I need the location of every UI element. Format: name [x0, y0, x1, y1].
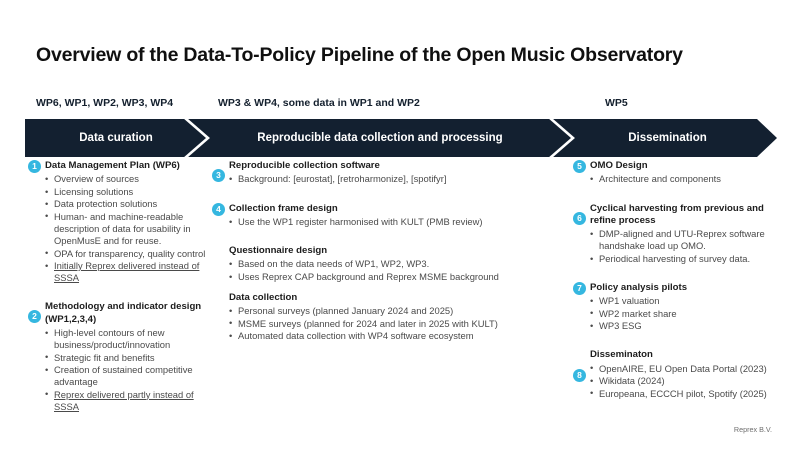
wp-label-dissemination: WP5	[605, 97, 628, 109]
step-badge-1: 1	[28, 160, 41, 173]
bullet-item: OpenAIRE, EU Open Data Portal (2023)	[590, 362, 773, 375]
pipeline-banner	[25, 119, 777, 157]
step-badge-8: 8	[573, 369, 586, 383]
block-heading: Reproducible collection software	[229, 160, 380, 171]
bullet-item: Automated data collection with WP4 softw…	[229, 330, 562, 342]
bullet-item: Europeana, ECCCH pilot, Spotify (2025)	[590, 387, 773, 400]
column-reproducible-collection: 3 Reproducible collection softwareBackgro…	[212, 160, 562, 351]
pipeline-block: Questionnaire designBased on the data ne…	[212, 245, 562, 283]
step-badge-2: 2	[28, 310, 41, 324]
bullet-item: Strategic fit and benefits	[45, 351, 214, 364]
bullet-item: Reprex delivered partly instead of SSSA	[45, 388, 214, 413]
bullet-item: WP1 valuation	[590, 295, 773, 307]
wp-label-data-curation: WP6, WP1, WP2, WP3, WP4	[36, 97, 174, 109]
bullet-list: DMP-aligned and UTU-Reprex software hand…	[573, 228, 773, 265]
bullet-item: WP2 market share	[590, 307, 773, 320]
bullet-list: Personal surveys (planned January 2024 a…	[212, 305, 562, 342]
bullet-list: Overview of sourcesLicensing solutionsDa…	[28, 173, 214, 284]
step-badge-6: 6	[573, 211, 586, 225]
bullet-item: Licensing solutions	[45, 185, 214, 198]
bullet-item: Architecture and components	[590, 173, 773, 185]
block-heading: Policy analysis pilots	[590, 281, 688, 293]
banner-shape	[25, 119, 777, 157]
bullet-item: Background: [eurostat], [retroharmonize]…	[229, 173, 562, 185]
banner-stage-reproducible-collection: Reproducible data collection and process…	[257, 132, 503, 144]
bullet-list: Based on the data needs of WP1, WP2, WP3…	[212, 258, 562, 283]
pipeline-block: 3 Reproducible collection softwareBackgro…	[212, 160, 562, 186]
step-badge-3: 3	[212, 169, 225, 182]
bullet-item: High-level contours of new business/prod…	[45, 327, 214, 351]
bullet-item: Use the WP1 register harmonised with KUL…	[229, 216, 562, 228]
pipeline-block: 6 Cyclical harvesting from previous and r…	[573, 203, 773, 265]
block-heading: Cyclical harvesting from previous and re…	[590, 202, 764, 226]
bullet-item: Periodical harvesting of survey data.	[590, 252, 773, 265]
bullet-text-underlined: Reprex delivered partly instead of SSSA	[54, 388, 194, 412]
chevron-separator-2	[549, 119, 575, 157]
wp-label-collection: WP3 & WP4, some data in WP1 and WP2	[218, 97, 420, 109]
bullet-item: Wikidata (2024)	[590, 375, 773, 387]
bullet-list: WP1 valuationWP2 market shareWP3 ESG	[573, 295, 773, 332]
column-dissemination: 5 OMO DesignArchitecture and components 6C…	[573, 160, 773, 417]
bullet-item: Personal surveys (planned January 2024 a…	[229, 305, 562, 317]
banner-stage-data-curation: Data curation	[79, 132, 153, 144]
bullet-list: OpenAIRE, EU Open Data Portal (2023)Wiki…	[573, 362, 773, 400]
bullet-item: DMP-aligned and UTU-Reprex software hand…	[590, 228, 773, 252]
pipeline-block: 5 OMO DesignArchitecture and components	[573, 160, 773, 186]
step-badge-4: 4	[212, 202, 225, 216]
pipeline-block: 1 Data Management Plan (WP6) Overview of s…	[28, 160, 214, 284]
column-data-curation: 1 Data Management Plan (WP6) Overview of s…	[28, 160, 214, 430]
bullet-item: Data protection solutions	[45, 198, 214, 210]
step-badge-5: 5	[573, 160, 586, 173]
bullet-item: Overview of sources	[45, 173, 214, 185]
chevron-separator-1	[184, 119, 210, 157]
bullet-item: Human- and machine-readable description …	[45, 210, 214, 247]
footer-attribution: Reprex B.V.	[733, 425, 772, 434]
block-heading: Methodology and indicator design (WP1,2,…	[45, 301, 202, 325]
page-title: Overview of the Data-To-Policy Pipeline …	[36, 44, 683, 66]
bullet-list: Use the WP1 register harmonised with KUL…	[212, 216, 562, 228]
pipeline-block: 7 Policy analysis pilotsWP1 valuationWP2 …	[573, 281, 773, 332]
bullet-item: Based on the data needs of WP1, WP2, WP3…	[229, 258, 562, 270]
block-subheading: Questionnaire design	[229, 245, 328, 256]
bullet-item: MSME surveys (planned for 2024 and later…	[229, 317, 562, 330]
bullet-text-underlined: Initially Reprex delivered instead of SS…	[54, 260, 200, 284]
banner-stage-dissemination: Dissemination	[628, 132, 707, 144]
pipeline-block: 2 Methodology and indicator design (WP1,2…	[28, 301, 214, 413]
bullet-item: WP3 ESG	[590, 320, 773, 332]
bullet-list: High-level contours of new business/prod…	[28, 327, 214, 413]
bullet-item: OPA for transparency, quality control	[45, 247, 214, 260]
block-subheading: Data collection	[229, 291, 298, 303]
block-heading: Disseminaton	[590, 349, 653, 361]
bullet-item: Creation of sustained competitive advant…	[45, 364, 214, 388]
block-heading: Collection frame design	[229, 202, 338, 214]
step-badge-7: 7	[573, 281, 586, 295]
pipeline-block: Data collectionPersonal surveys (planned…	[212, 292, 562, 342]
bullet-list: Background: [eurostat], [retroharmonize]…	[212, 173, 562, 185]
block-heading: Data Management Plan (WP6)	[45, 160, 180, 171]
pipeline-block: 4 Collection frame designUse the WP1 regi…	[212, 202, 562, 229]
bullet-list: Architecture and components	[573, 173, 773, 185]
block-heading: OMO Design	[590, 160, 648, 171]
bullet-item: Uses Reprex CAP background and Reprex MS…	[229, 270, 562, 283]
pipeline-block: 8 DisseminatonOpenAIRE, EU Open Data Port…	[573, 349, 773, 400]
bullet-item: Initially Reprex delivered instead of SS…	[45, 260, 214, 284]
